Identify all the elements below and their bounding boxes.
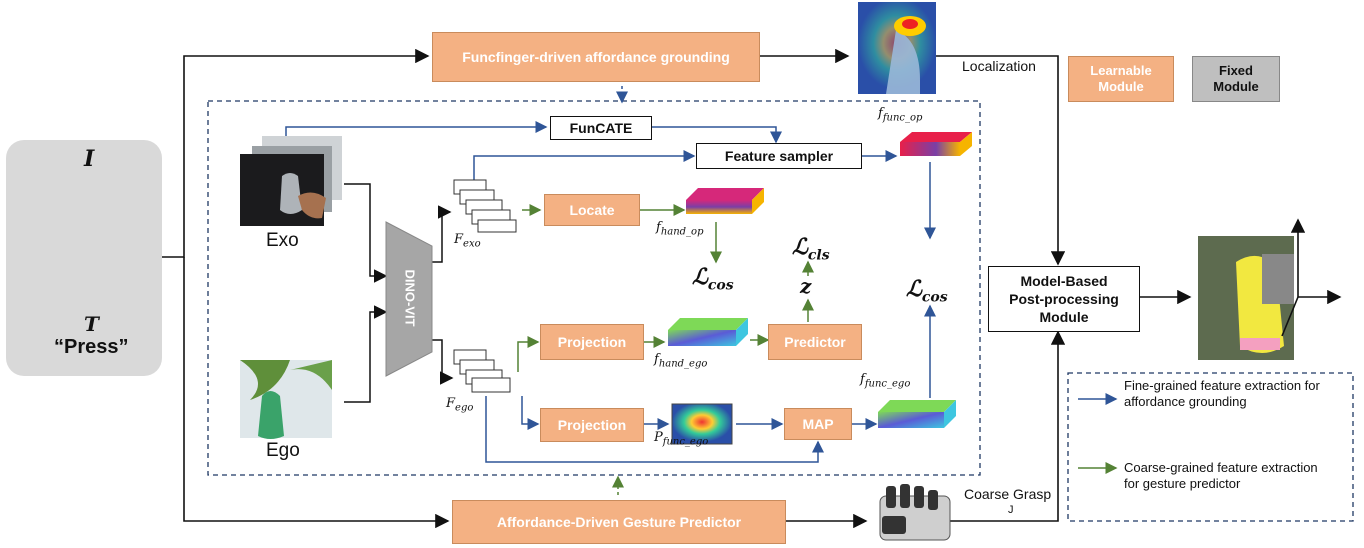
arrow-fexo-to-sampler <box>473 150 696 180</box>
legend-region <box>1067 372 1354 522</box>
input-prompt: “Press” <box>54 336 129 358</box>
f-ego-label: Fego <box>446 396 474 414</box>
f-func-op-slab <box>900 132 972 156</box>
legend-fine-grained-text: Fine-grained feature extraction for affo… <box>1124 378 1320 409</box>
arrow-dino-to-fexo <box>432 205 452 263</box>
arrow-dino-to-fego <box>432 339 454 385</box>
input-image-symbol: I <box>84 146 95 172</box>
f-ego-stack <box>453 349 511 393</box>
f-hand-op-slab <box>686 188 764 214</box>
coarse-grasp-sub: J <box>1008 504 1014 516</box>
f-func-ego-label: ffunc_ego <box>860 372 911 390</box>
post-processing-module: Model-Based Post-processing Module <box>988 266 1140 332</box>
projection-1-module: Projection <box>540 324 644 360</box>
arrow-localization-to-postprocess <box>936 55 1066 266</box>
legend-learnable-box: Learnable Module <box>1068 56 1174 102</box>
funcfinger-module: Funcfinger-driven affordance grounding <box>432 32 760 82</box>
f-hand-ego-label: fhand_ego <box>654 352 708 370</box>
arrow-fego-to-map <box>485 396 824 463</box>
gesture-predictor-module: Affordance-Driven Gesture Predictor <box>452 500 786 544</box>
locate-module: Locate <box>544 194 640 226</box>
f-func-op-label: ffunc_op <box>878 106 923 124</box>
f-exo-label: Fexo <box>454 232 481 250</box>
projection-2-module: Projection <box>540 408 644 442</box>
arrow-fego-to-projection2 <box>521 396 540 430</box>
input-panel <box>6 140 162 376</box>
feature-extraction-region <box>207 100 981 476</box>
arrow-grasp-to-postprocess <box>950 330 1066 522</box>
loss-cos-1: ℒcos <box>692 264 734 294</box>
f-hand-ego-slab <box>668 318 748 346</box>
arrow-input-to-gesture-predictor <box>183 257 450 529</box>
localization-label: Localization <box>962 58 1036 74</box>
f-func-ego-slab <box>878 400 956 428</box>
legend-fixed-text: Fixed Module <box>1213 63 1259 94</box>
ego-label: Ego <box>266 440 300 461</box>
z-label: z <box>800 274 812 298</box>
f-hand-op-label: fhand_op <box>656 220 704 238</box>
arrow-ego-to-dino <box>344 305 388 403</box>
dino-vit-block <box>385 221 433 377</box>
axis-diag <box>1281 296 1299 337</box>
p-func-ego-label: Pfunc_ego <box>654 430 709 448</box>
arrow-funcate-to-sampler <box>652 126 782 144</box>
arrow-input-to-funcfinger <box>160 48 430 258</box>
map-module: MAP <box>784 408 852 440</box>
input-text-symbol: T <box>84 312 99 336</box>
exo-label: Exo <box>266 230 299 251</box>
arrow-fego-to-projection1 <box>517 336 540 372</box>
funcate-module: FunCATE <box>550 116 652 140</box>
p-func-ego-heatmap <box>671 403 733 445</box>
f-exo-stack <box>453 179 517 233</box>
predictor-module: Predictor <box>768 324 862 360</box>
feature-sampler-module: Feature sampler <box>696 143 862 169</box>
dino-vit-label: DINO-VIT <box>402 269 418 327</box>
loss-cls: ℒcls <box>792 234 830 264</box>
legend-fixed-box: Fixed Module <box>1192 56 1280 102</box>
coarse-grasp-label: Coarse Grasp <box>964 486 1052 502</box>
robot-hand-image <box>879 484 951 541</box>
arrow-exo-to-dino <box>344 183 388 283</box>
legend-coarse-grained-text: Coarse-grained feature extraction for ge… <box>1124 460 1318 491</box>
loss-cos-2: ℒcos <box>906 276 948 306</box>
